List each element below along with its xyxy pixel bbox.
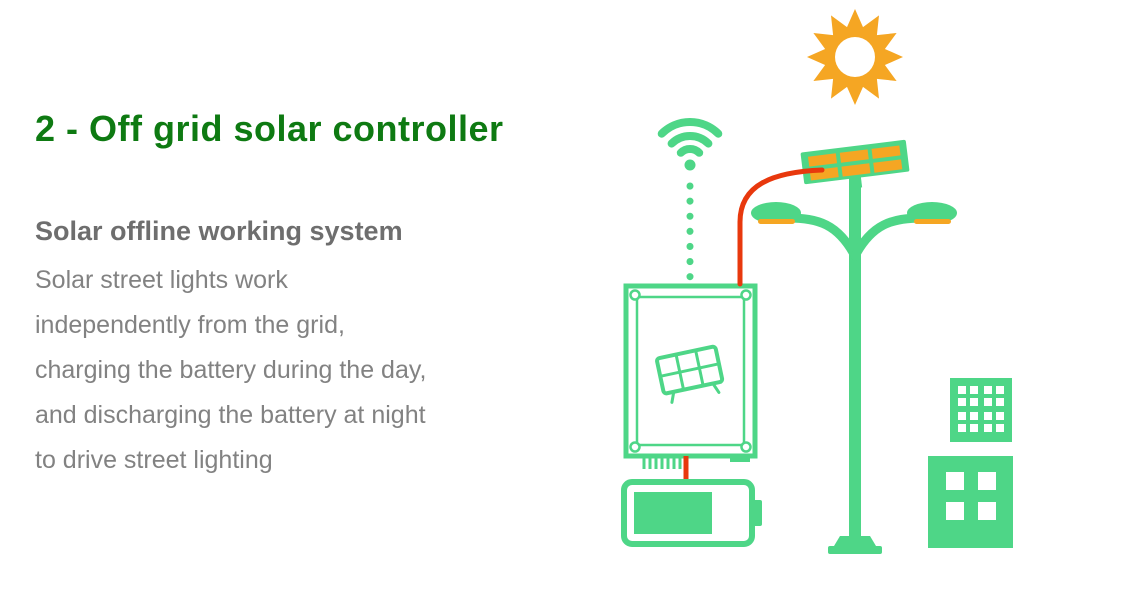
solar-system-illustration bbox=[621, 9, 1013, 554]
section-subtitle: Solar offline working system bbox=[35, 216, 403, 246]
pole-base bbox=[828, 536, 882, 554]
street-light-solar-panel-icon bbox=[800, 139, 910, 189]
description-line: Solar street lights work bbox=[35, 266, 288, 294]
description-line: charging the battery during the day, bbox=[35, 356, 427, 384]
controller-pins bbox=[642, 456, 682, 469]
page-title: 2 - Off grid solar controller bbox=[35, 108, 504, 149]
solar-controller-icon bbox=[623, 283, 758, 469]
wifi-icon bbox=[657, 117, 723, 171]
solar-panel-mini-icon bbox=[655, 344, 725, 404]
lamp-head-right bbox=[907, 202, 957, 224]
building-window-plain bbox=[946, 472, 996, 520]
building-window-paned bbox=[958, 386, 1004, 432]
building-icon bbox=[928, 378, 1013, 548]
lamp-arm-right bbox=[850, 213, 927, 261]
description-paragraph: Solar street lights work independently f… bbox=[35, 258, 595, 483]
description-line: and discharging the battery at night bbox=[35, 401, 426, 429]
lamp-head-left bbox=[751, 202, 801, 224]
street-light-icon bbox=[751, 139, 957, 554]
description-line: to drive street lighting bbox=[35, 446, 273, 474]
red-wire-panel bbox=[737, 167, 825, 287]
battery-icon bbox=[621, 479, 762, 547]
description-line: independently from the grid, bbox=[35, 311, 345, 339]
sun-icon bbox=[807, 9, 903, 105]
light-pole bbox=[849, 174, 861, 536]
lamp-arm-left bbox=[783, 213, 860, 261]
